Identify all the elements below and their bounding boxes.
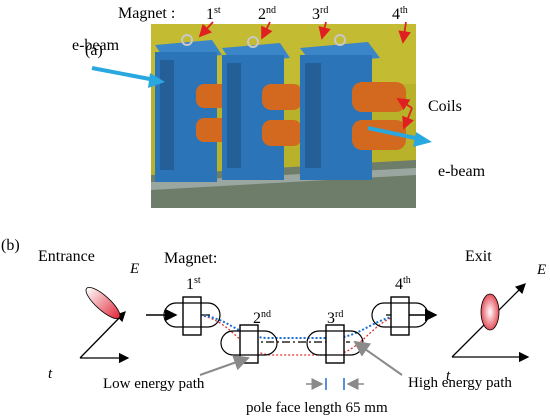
magnet-2 [222, 43, 302, 180]
panel-a-magnet-2-label: 2nd [258, 5, 276, 23]
panel-b-magnet-3-label: 3rd [327, 309, 343, 327]
ebeam-out-arrow [367, 126, 432, 147]
schematic-magnet-2 [220, 324, 278, 364]
entrance-axis-e: E [129, 261, 139, 277]
schematic-magnet-3 [306, 324, 364, 364]
schematic-magnet-4 [371, 296, 429, 336]
panel-b-magnet-1-label: 1st [186, 275, 201, 293]
magnet-marker-arrows [198, 21, 414, 130]
panel-b-magnet-2-label: 2nd [253, 309, 271, 327]
panel-a-magnet-1-label: 1st [206, 5, 221, 23]
panel-b-label: (b) [1, 237, 20, 254]
exit-label: Exit [465, 248, 492, 265]
high-energy-path-label: High energy path [408, 375, 512, 391]
exit-axis-t: t [446, 368, 451, 384]
panel-b-magnet-4-label: 4th [395, 275, 411, 293]
ebeam-out-label: e-beam [438, 163, 486, 180]
entrance-label: Entrance [38, 248, 95, 265]
panel-b-magnet-heading: Magnet: [164, 250, 217, 267]
entrance-pulse-ellipse [85, 286, 121, 320]
panel-a-magnet-3-label: 3rd [312, 5, 328, 23]
magnet-1 [155, 40, 230, 182]
entrance-axis-t: t [48, 366, 53, 382]
exit-axis-e: E [536, 262, 546, 278]
magnet-3 [300, 42, 406, 180]
exit-phase-axes [451, 283, 530, 363]
high-energy-pointer [353, 340, 403, 376]
low-energy-path-label: Low energy path [103, 376, 205, 392]
pole-face-length-label: pole face length 65 mm [246, 400, 388, 416]
schematic-magnet-1 [163, 296, 221, 336]
panel-a-label: (a) [85, 42, 103, 59]
high-energy-path [195, 314, 403, 339]
panel-a-magnet-heading: Magnet : [118, 5, 175, 22]
coils-label: Coils [428, 98, 462, 115]
ebeam-in-arrow [91, 66, 165, 88]
exit-pulse-ellipse [480, 293, 500, 331]
pole-face-length-marker [306, 378, 364, 390]
low-energy-path [195, 314, 403, 356]
low-energy-pointer [199, 355, 250, 376]
entrance-phase-axes [79, 286, 130, 364]
magnet-assembly-photo [151, 24, 416, 208]
ebeam-in-label: e-beam [72, 37, 120, 54]
panel-a-magnet-4-label: 4th [392, 5, 408, 23]
